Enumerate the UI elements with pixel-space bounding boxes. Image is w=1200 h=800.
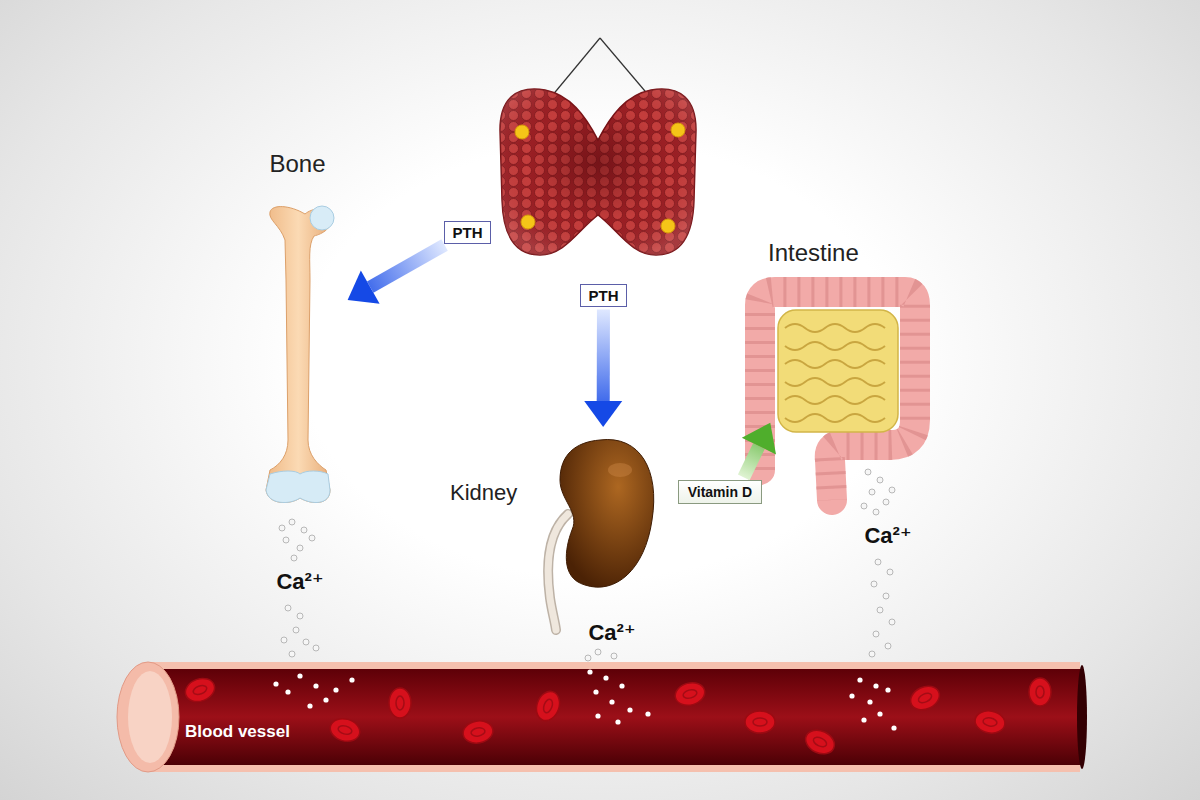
bone-illustration: [266, 471, 330, 503]
calcium-dots: [279, 525, 285, 531]
calcium-dots: [887, 569, 893, 575]
bone-illustration: [266, 207, 331, 503]
thyroid-gland: [500, 89, 696, 255]
kidney-illustration: [560, 440, 654, 588]
calcium-dots: [289, 519, 295, 525]
kidney-illustration: [548, 514, 568, 630]
intestine-illustration: [778, 310, 898, 432]
intestine-illustration: [785, 378, 885, 386]
calcium-dots: [611, 653, 617, 659]
calcium-dots: [279, 469, 895, 661]
calcium-dots: [877, 477, 883, 483]
parathyroid-gland: [515, 125, 529, 139]
calcium-dots: [291, 555, 297, 561]
calcium-dots: [873, 631, 879, 637]
calcium-dots: [869, 489, 875, 495]
arrow-head: [742, 423, 776, 455]
thyroid-gland: [500, 38, 696, 255]
vessel-name: Blood vessel: [185, 722, 290, 742]
organ-name: Bone: [269, 150, 325, 178]
intestine-illustration: [785, 414, 885, 422]
vessel-shape: [115, 660, 1085, 775]
calcium-dots: [281, 637, 287, 643]
calcium-dots: [313, 645, 319, 651]
hormone-box: PTH: [444, 221, 491, 244]
calcium-dots: [871, 581, 877, 587]
ion-label: Ca²⁺: [588, 620, 635, 645]
parathyroid-gland: [671, 123, 685, 137]
calcium-dots: [873, 509, 879, 515]
arrow-shaft: [597, 310, 610, 402]
calcium-dots: [301, 527, 307, 533]
calcium-dots: [875, 559, 881, 565]
calcium-dots: [869, 651, 875, 657]
calcium-dots: [285, 605, 291, 611]
calcium-dots: [865, 469, 871, 475]
bone-illustration: [266, 206, 334, 503]
calcium-dots: [861, 503, 867, 509]
box-label: PTH: [452, 224, 483, 241]
arrow-head: [584, 401, 622, 427]
hormone-arrow: [742, 423, 776, 478]
calcium-dots: [309, 535, 315, 541]
calcium-dots: [885, 643, 891, 649]
box-label: PTH: [588, 287, 619, 304]
intestine-illustration: [785, 342, 885, 350]
intestine-illustration: [785, 324, 885, 332]
bone-illustration: [310, 206, 334, 230]
vessel-shape: [117, 662, 1087, 772]
calcium-dots: [595, 649, 601, 655]
organ-label: Bone: [250, 150, 345, 510]
parathyroid-gland: [661, 219, 675, 233]
intestine-illustration: [785, 360, 885, 368]
calcium-dots: [283, 537, 289, 543]
intestine-illustration: [760, 292, 915, 500]
hormone-arrow: [348, 245, 445, 304]
arrow-shaft: [370, 245, 444, 287]
calcium-dots: [303, 639, 309, 645]
parathyroid-gland: [515, 123, 685, 233]
organ-name: Intestine: [768, 239, 859, 267]
kidney-illustration: [548, 514, 568, 630]
calcium-dots: [877, 607, 883, 613]
blood-vessel: Blood vessel: [115, 660, 1085, 775]
calcium-dots: [289, 651, 295, 657]
intestine-illustration: [760, 292, 915, 500]
intestine-illustration: [760, 292, 915, 500]
calcium-dots: [297, 613, 303, 619]
box-label: Vitamin D: [687, 484, 753, 500]
kidney-illustration: [548, 440, 654, 630]
organ-name: Kidney: [450, 480, 517, 506]
vitamin-box: Vitamin D: [678, 480, 762, 504]
calcium-dots: [883, 593, 889, 599]
intestine-illustration: [785, 396, 885, 404]
thyroid-gland: [500, 89, 696, 255]
intestine-illustration: [785, 324, 885, 422]
calcium-dots: [889, 487, 895, 493]
calcium-dots: [297, 545, 303, 551]
ion-label: Ca²⁺: [276, 569, 323, 594]
hormone-arrow: [584, 310, 622, 428]
calcium-dots: [585, 655, 591, 661]
kidney-illustration: [608, 463, 632, 477]
hormone-box: PTH: [580, 284, 627, 307]
calcium-dots: [889, 619, 895, 625]
arrow-shaft: [744, 446, 759, 477]
arrow-head: [348, 271, 380, 304]
parathyroid-gland: [521, 215, 535, 229]
ion-label: Ca²⁺: [864, 523, 911, 548]
organ-label: Intestine: [745, 235, 935, 420]
calcium-dots: [293, 627, 299, 633]
calcium-dots: [883, 499, 889, 505]
organ-label: Kidney: [445, 430, 655, 600]
